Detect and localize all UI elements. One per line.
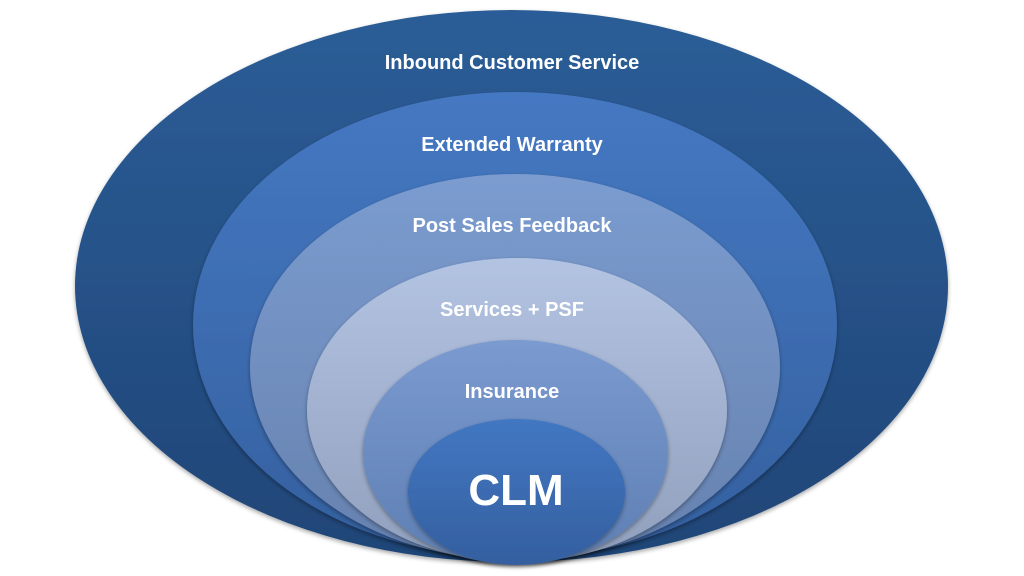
label-extended-warranty: Extended Warranty <box>421 134 603 156</box>
label-services-psf: Services + PSF <box>440 299 584 321</box>
layer-clm <box>408 419 625 565</box>
label-post-sales-feedback: Post Sales Feedback <box>412 215 612 237</box>
label-inbound-customer-service: Inbound Customer Service <box>384 52 640 74</box>
label-clm: CLM <box>468 466 564 515</box>
label-insurance: Insurance <box>464 381 560 403</box>
